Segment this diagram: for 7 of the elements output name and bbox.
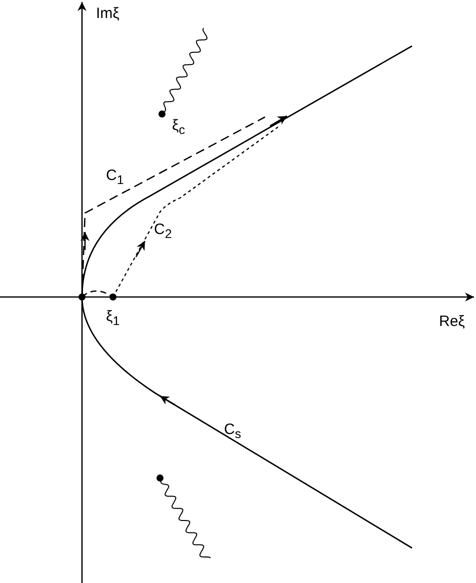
axis-label: Imξ: [96, 6, 120, 21]
point-label: ξ$_{1}$: [106, 309, 120, 328]
contour-label: C$_{2}$: [154, 222, 172, 240]
axis-label: Reξ: [439, 314, 465, 329]
point-label: ξ$_{c}$: [172, 118, 185, 136]
contour-label: C$_{s}$: [224, 422, 242, 440]
contour-label: C$_{1}$: [106, 168, 124, 186]
